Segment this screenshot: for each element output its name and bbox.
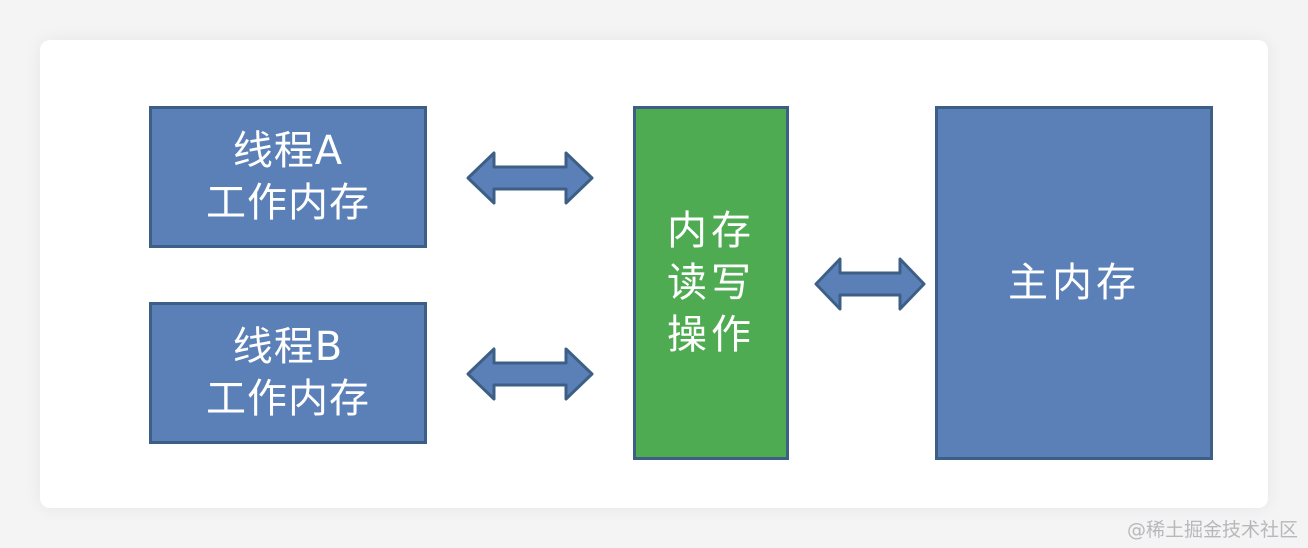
rw-label-line1: 内存 [667, 208, 755, 254]
thread-a-label: 线程A [232, 128, 344, 174]
double-arrow-icon-thread-a [466, 151, 594, 205]
double-arrow-icon-thread-b [466, 347, 594, 401]
thread-a-working-memory-box: 线程A 工作内存 [149, 106, 427, 248]
rw-label-line3: 操作 [667, 312, 755, 358]
memory-read-write-box: 内存 读写 操作 [633, 106, 789, 460]
main-memory-box: 主内存 [935, 106, 1213, 460]
thread-b-label: 线程B [232, 324, 344, 370]
watermark-text: @稀土掘金技术社区 [1126, 519, 1298, 541]
double-arrow-icon-main-memory [814, 257, 926, 311]
thread-b-sublabel: 工作内存 [206, 376, 370, 422]
thread-a-sublabel: 工作内存 [206, 180, 370, 226]
thread-b-working-memory-box: 线程B 工作内存 [149, 302, 427, 444]
main-memory-label: 主内存 [1008, 260, 1140, 306]
rw-label-line2: 读写 [667, 260, 755, 306]
